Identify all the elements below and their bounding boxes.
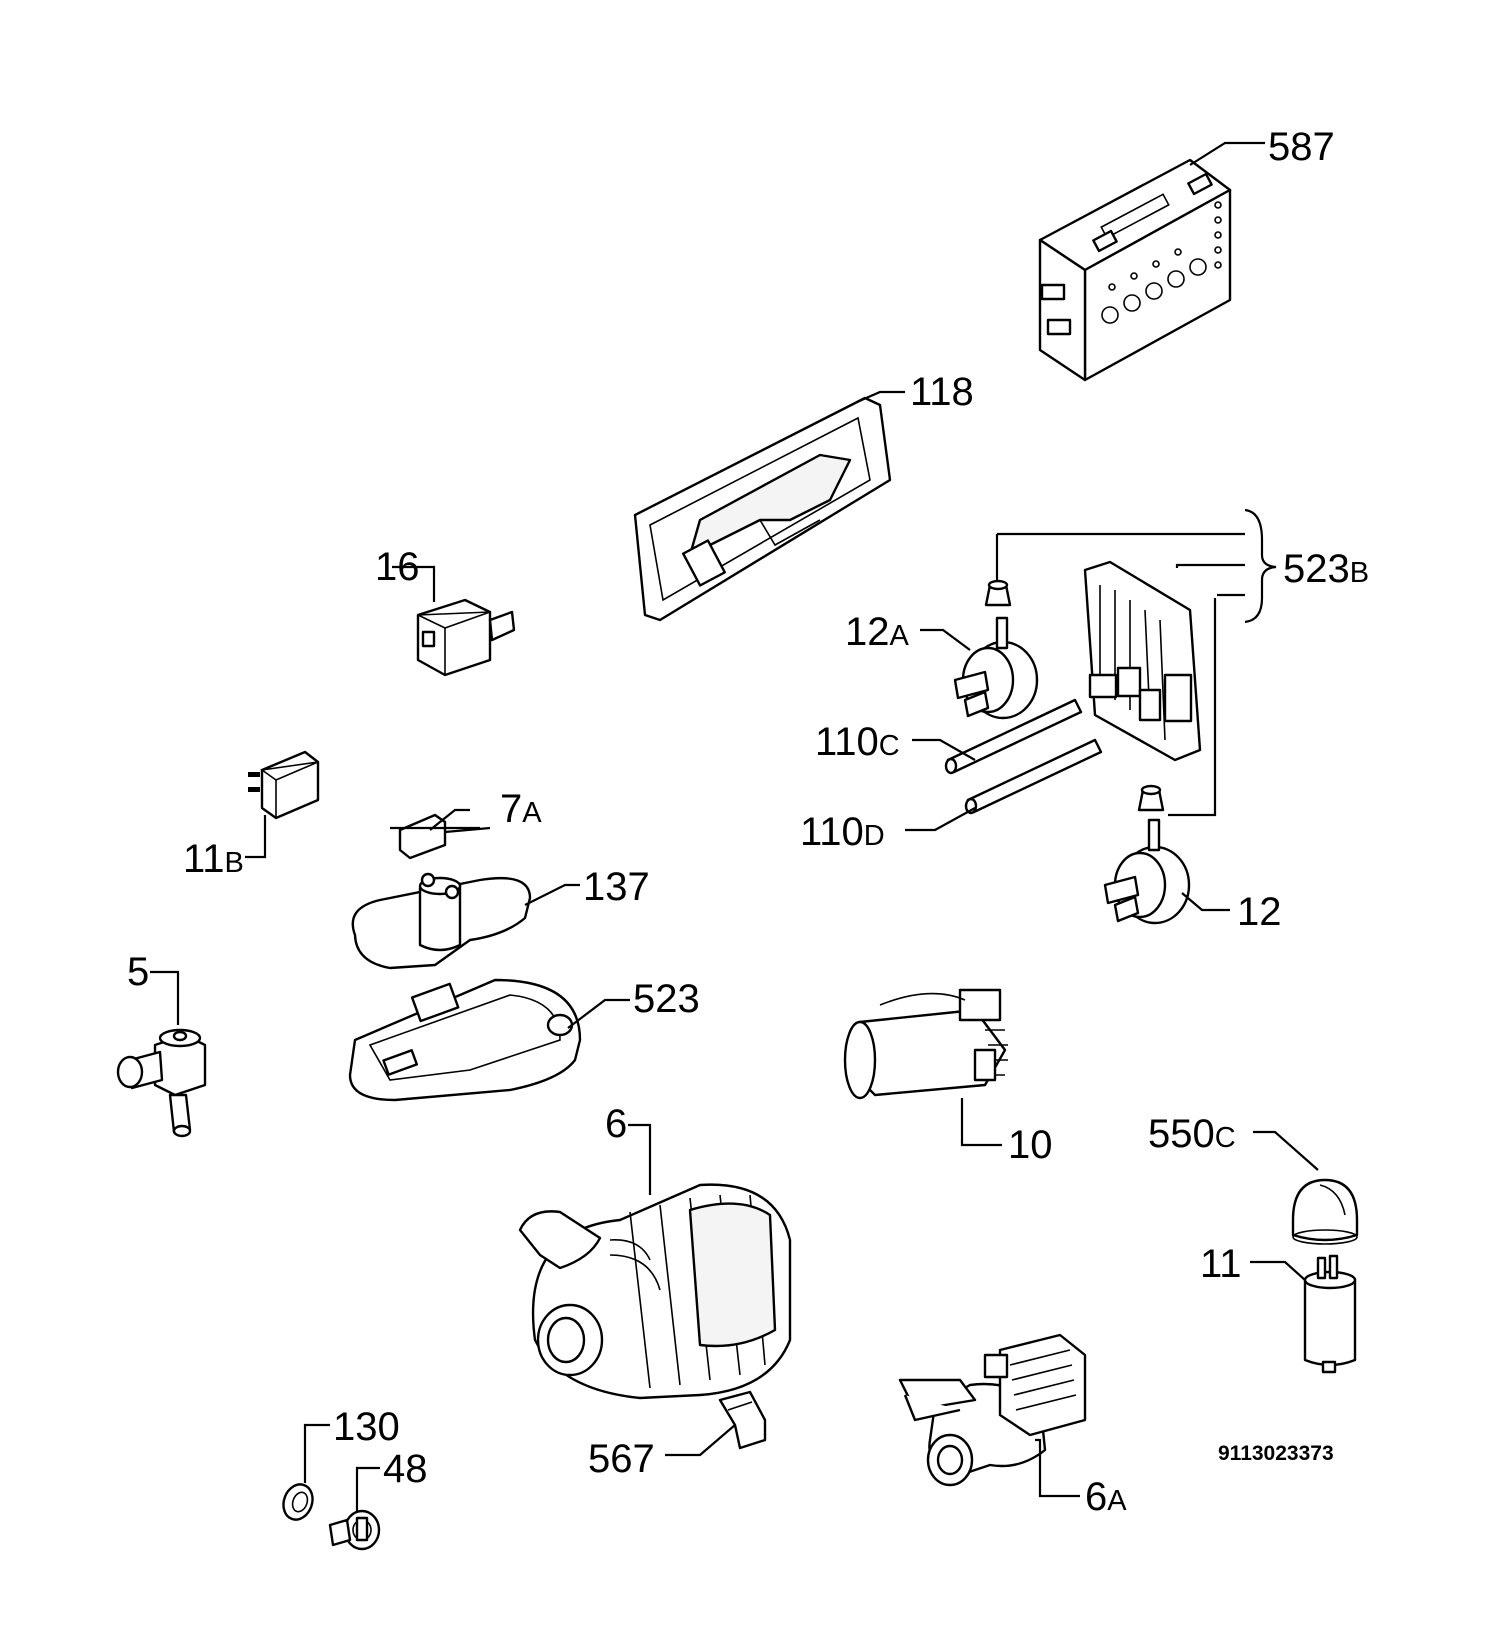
part-110c-hose	[912, 698, 1083, 775]
label-12: 12	[1237, 890, 1282, 934]
part-6-circulation-pump	[518, 1123, 792, 1400]
part-550c-cover-cap	[1253, 1130, 1359, 1245]
part-12a-pressure-switch	[920, 616, 1039, 720]
label-587: 587	[1268, 125, 1335, 169]
part-48-plug	[328, 1466, 381, 1551]
label-12a: 12A	[845, 610, 910, 654]
label-11b: 11B	[183, 837, 244, 881]
label-7a: 7A	[500, 787, 542, 831]
part-10-heater	[843, 988, 1008, 1147]
part-pressure-cap-upper	[984, 579, 1012, 607]
part-567-clip	[665, 1390, 767, 1457]
part-523-base-tray	[348, 978, 630, 1102]
label-6a: 6A	[1085, 1475, 1127, 1519]
part-7a-float-switch	[390, 808, 491, 860]
label-523: 523	[633, 977, 700, 1021]
part-11-capacitor	[1250, 1254, 1357, 1374]
part-137-float	[351, 872, 580, 970]
label-48: 48	[383, 1447, 428, 1491]
label-137: 137	[583, 865, 650, 909]
label-6: 6	[605, 1102, 627, 1146]
part-130-seal-ring	[282, 1423, 330, 1521]
label-10: 10	[1008, 1123, 1053, 1167]
label-550c: 550C	[1148, 1112, 1236, 1156]
part-6a-drain-pump	[898, 1333, 1087, 1498]
part-5-inlet-valve	[116, 970, 207, 1138]
label-110c: 110C	[815, 720, 900, 764]
label-567: 567	[588, 1437, 655, 1481]
label-110d: 110D	[800, 810, 885, 854]
part-118-detergent-dispenser	[633, 390, 905, 622]
diagram-code: 9113023373	[1218, 1442, 1334, 1465]
part-12-pressure-switch	[1103, 818, 1230, 925]
label-5: 5	[127, 950, 149, 994]
part-587-control-module	[1038, 141, 1265, 382]
label-16: 16	[375, 545, 420, 589]
part-pressure-cap-lower	[1137, 784, 1165, 812]
part-11b-relay	[245, 750, 320, 859]
label-523b: 523B	[1283, 547, 1369, 591]
part-110d-hose	[905, 738, 1103, 832]
part-16-door-switch	[392, 565, 516, 677]
label-130: 130	[333, 1405, 400, 1449]
label-11: 11	[1200, 1242, 1242, 1286]
part-523b-pressure-switch-bracket	[995, 508, 1277, 817]
label-118: 118	[910, 370, 974, 414]
